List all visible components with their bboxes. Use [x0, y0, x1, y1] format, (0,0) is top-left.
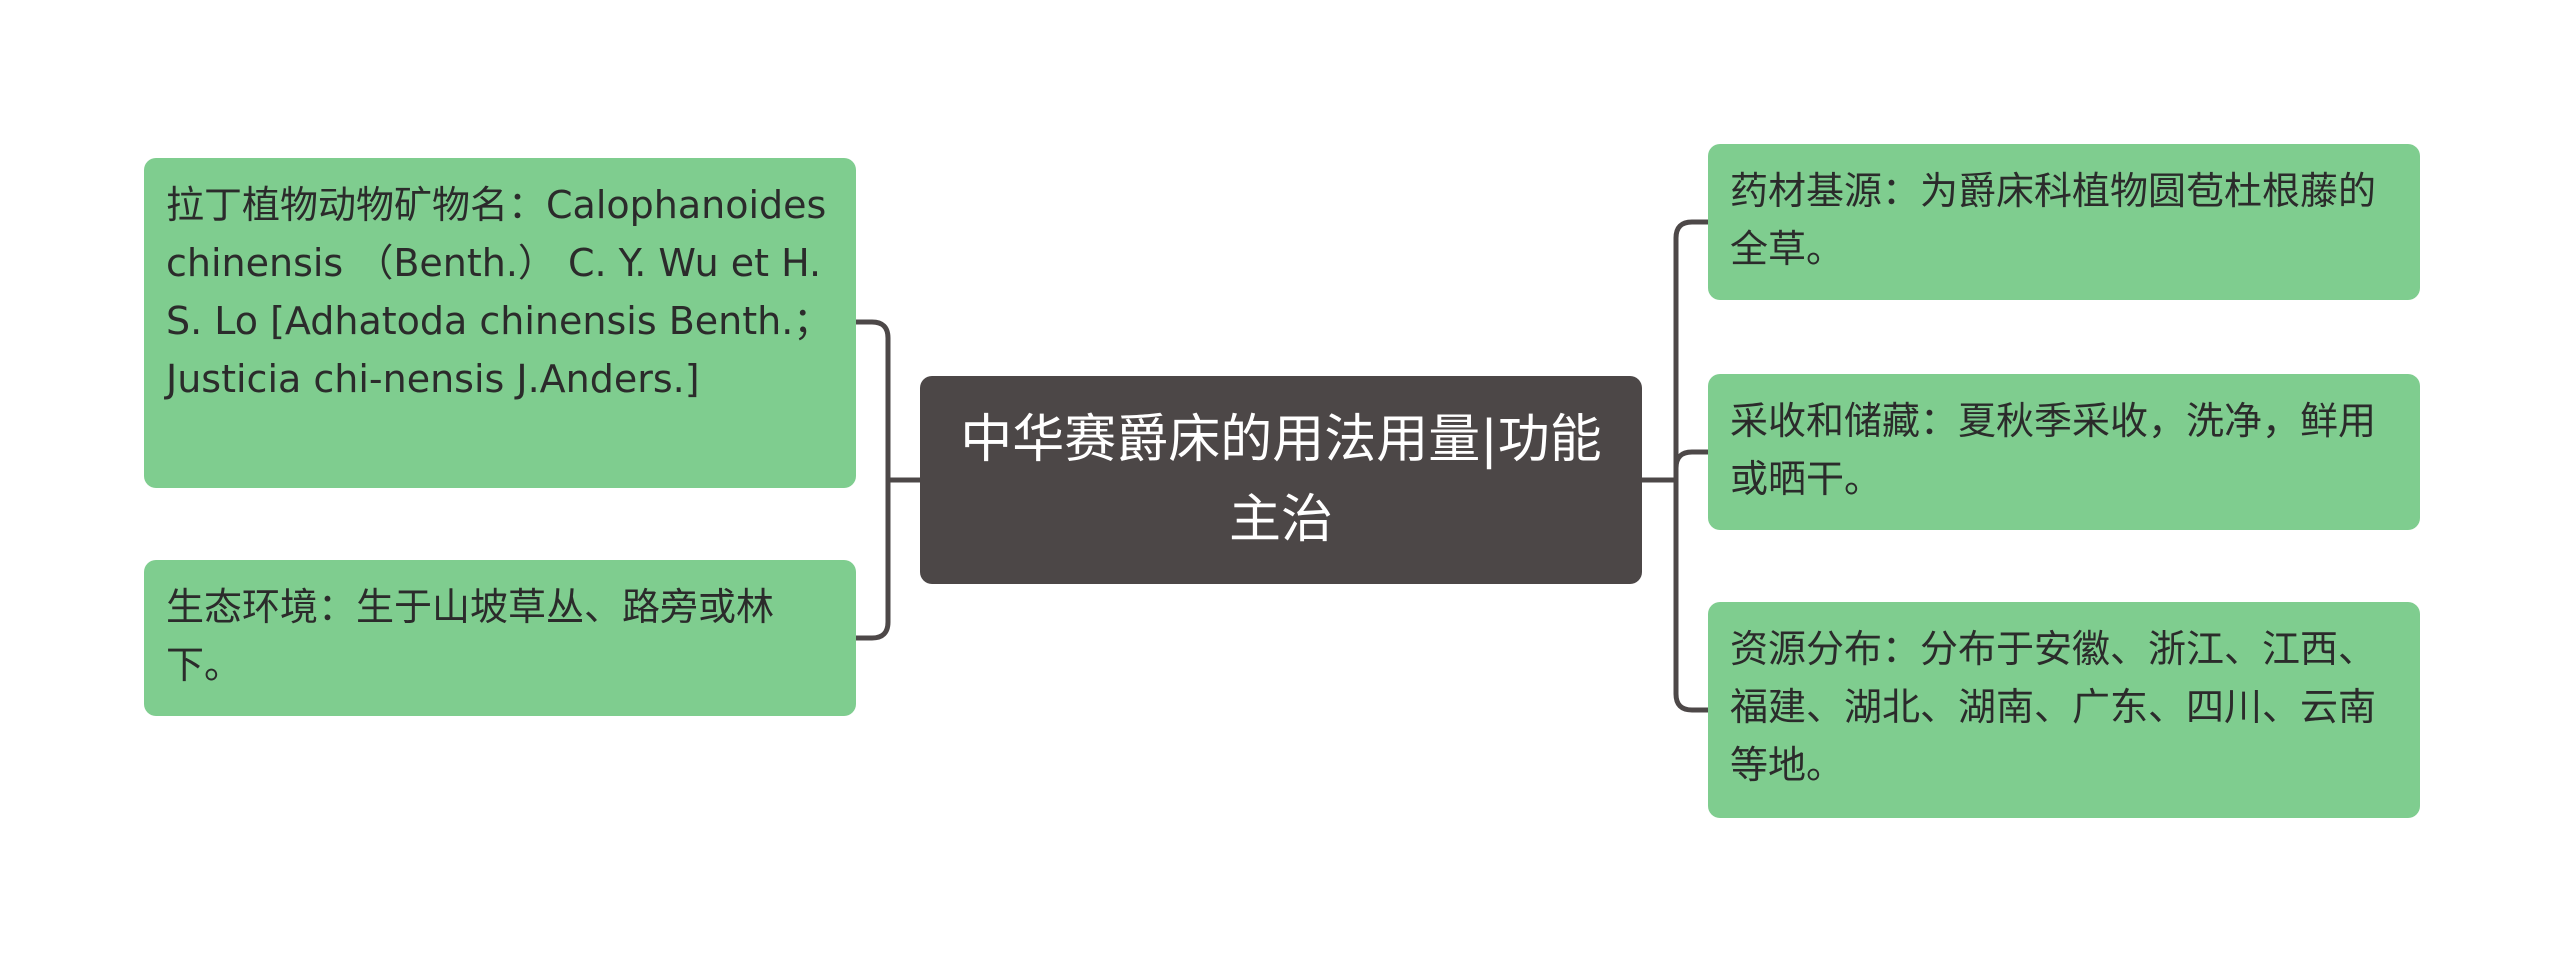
latin-name-text: 拉丁植物动物矿物名：Calophanoides chinensis （Benth…	[166, 183, 832, 401]
habitat-node: 生态环境：生于山坡草丛、路旁或林下。	[144, 560, 856, 716]
habitat-text: 生态环境：生于山坡草丛、路旁或林下。	[166, 585, 775, 687]
harvest-storage-text: 采收和储藏：夏秋季采收，洗净，鲜用或晒干。	[1730, 399, 2377, 501]
harvest-storage-node: 采收和储藏：夏秋季采收，洗净，鲜用或晒干。	[1708, 374, 2420, 530]
connector-right-branch-distribution	[1673, 477, 1711, 713]
latin-name-node: 拉丁植物动物矿物名：Calophanoides chinensis （Benth…	[144, 158, 856, 488]
central-topic-title: 中华赛爵床的用法用量|功能主治	[960, 410, 1602, 550]
distribution-text: 资源分布：分布于安徽、浙江、江西、福建、湖北、湖南、广东、四川、云南等地。	[1730, 627, 2377, 787]
medicinal-source-node: 药材基源：为爵床科植物圆苞杜根藤的全草。	[1708, 144, 2420, 300]
connector-left-branch-habitat	[853, 477, 891, 641]
connector-left-branch-latin	[853, 319, 891, 483]
central-topic-node: 中华赛爵床的用法用量|功能主治	[920, 376, 1642, 584]
distribution-node: 资源分布：分布于安徽、浙江、江西、福建、湖北、湖南、广东、四川、云南等地。	[1708, 602, 2420, 818]
medicinal-source-text: 药材基源：为爵床科植物圆苞杜根藤的全草。	[1730, 169, 2377, 271]
connector-right-branch-source	[1673, 219, 1711, 483]
connector-right-branch-harvest	[1673, 449, 1711, 483]
